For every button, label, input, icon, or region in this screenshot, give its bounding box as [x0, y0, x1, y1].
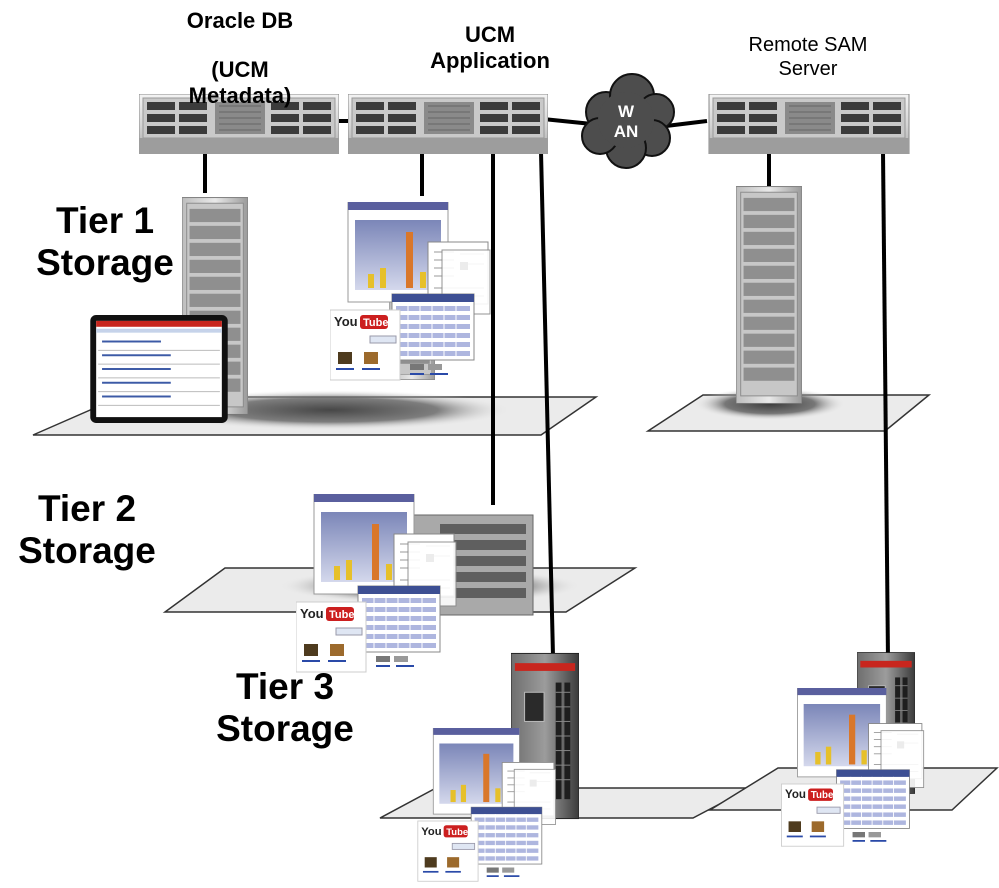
wan-cloud-icon: [581, 73, 675, 169]
tier2-storage-label: Tier 2 Storage: [18, 488, 156, 571]
ucm-application-label: UCM Application: [430, 22, 550, 73]
remote-to-library-line: [881, 151, 890, 661]
tier1-content-stack: [330, 202, 491, 381]
ucm-application-server: [348, 94, 548, 154]
tier1-storage-label: Tier 1 Storage: [36, 200, 174, 283]
app-to-wan-line: [542, 117, 593, 126]
laptop-icon: [90, 315, 228, 423]
connection-lines: [203, 117, 890, 661]
wan-label: W AN: [613, 102, 639, 141]
remote-disk-array: [736, 186, 802, 404]
remote-sam-server: [708, 94, 910, 154]
remote-platform-upper: [645, 388, 932, 432]
oracle-db-label: Oracle DB: [186, 8, 294, 33]
remote-sam-server-label: Remote SAM Server: [748, 34, 868, 80]
ucm-metadata-label: (UCM Metadata): [188, 57, 292, 108]
wan-to-remote-line: [665, 119, 708, 128]
tier3-storage-label: Tier 3 Storage: [216, 666, 354, 749]
app-to-tier3-line: [539, 151, 555, 657]
